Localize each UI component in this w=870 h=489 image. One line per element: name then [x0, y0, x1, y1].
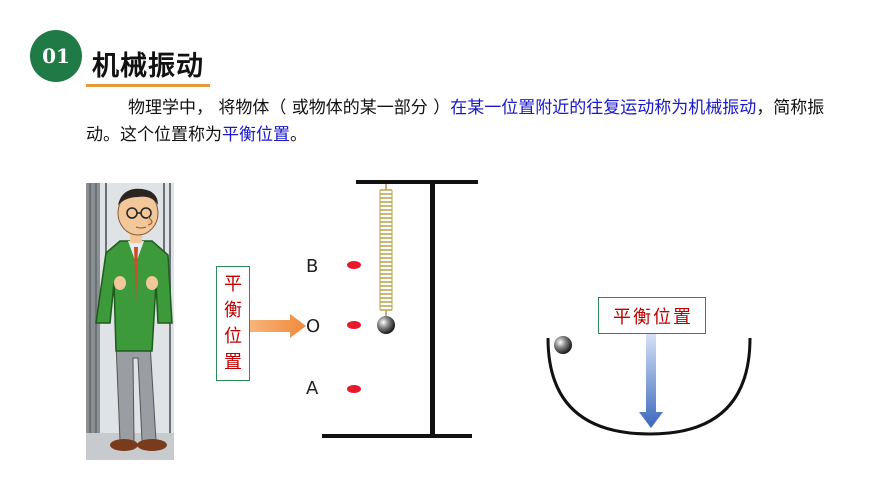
section-title: 机械振动 [92, 51, 204, 82]
spring-ball [377, 316, 395, 334]
spring [379, 184, 393, 318]
equilibrium-arrow-orange [249, 314, 306, 338]
marker-dot-b [347, 261, 361, 269]
paragraph-highlight-equilibrium: 平衡位置 [222, 125, 290, 145]
equilibrium-label-vertical: 平 衡 位 置 [216, 266, 250, 381]
paragraph-text-1: 物理学中， 将物体（ 或物体的某一部分 ） [128, 98, 451, 118]
equilibrium-label-char-3: 位 [224, 325, 242, 347]
equilibrium-label-char-2: 衡 [224, 299, 242, 321]
stand-base [322, 434, 472, 438]
section-number: 01 [42, 44, 70, 68]
equilibrium-label-horizontal: 平衡位置 [598, 297, 706, 334]
marker-dot-a [347, 385, 361, 393]
marker-label-a: A [306, 378, 319, 399]
equilibrium-label-char-1: 平 [224, 273, 242, 295]
title-underline [86, 84, 210, 87]
stand-pole [430, 182, 435, 436]
marker-dot-o [347, 321, 361, 329]
section-number-badge: 01 [30, 30, 82, 82]
stand-top-bar [356, 180, 478, 184]
marker-label-b: B [306, 256, 319, 277]
bowl-curve [546, 337, 752, 436]
equilibrium-arrow-blue [639, 333, 663, 428]
bowl-ball [554, 336, 572, 354]
paragraph-text-3: 。 [290, 125, 307, 145]
man-illustration [86, 183, 174, 460]
marker-label-o: O [306, 316, 321, 337]
paragraph-text-2: ，简称振动。这个位置称为 [86, 98, 825, 145]
equilibrium-label-char-4: 置 [224, 351, 242, 373]
paragraph-highlight-definition: 在某一位置附近的往复运动称为机械振动 [450, 98, 757, 118]
definition-paragraph: 物理学中， 将物体（ 或物体的某一部分 ）在某一位置附近的往复运动称为机械振动，… [86, 95, 826, 149]
equilibrium-label-text: 平衡位置 [613, 306, 693, 328]
